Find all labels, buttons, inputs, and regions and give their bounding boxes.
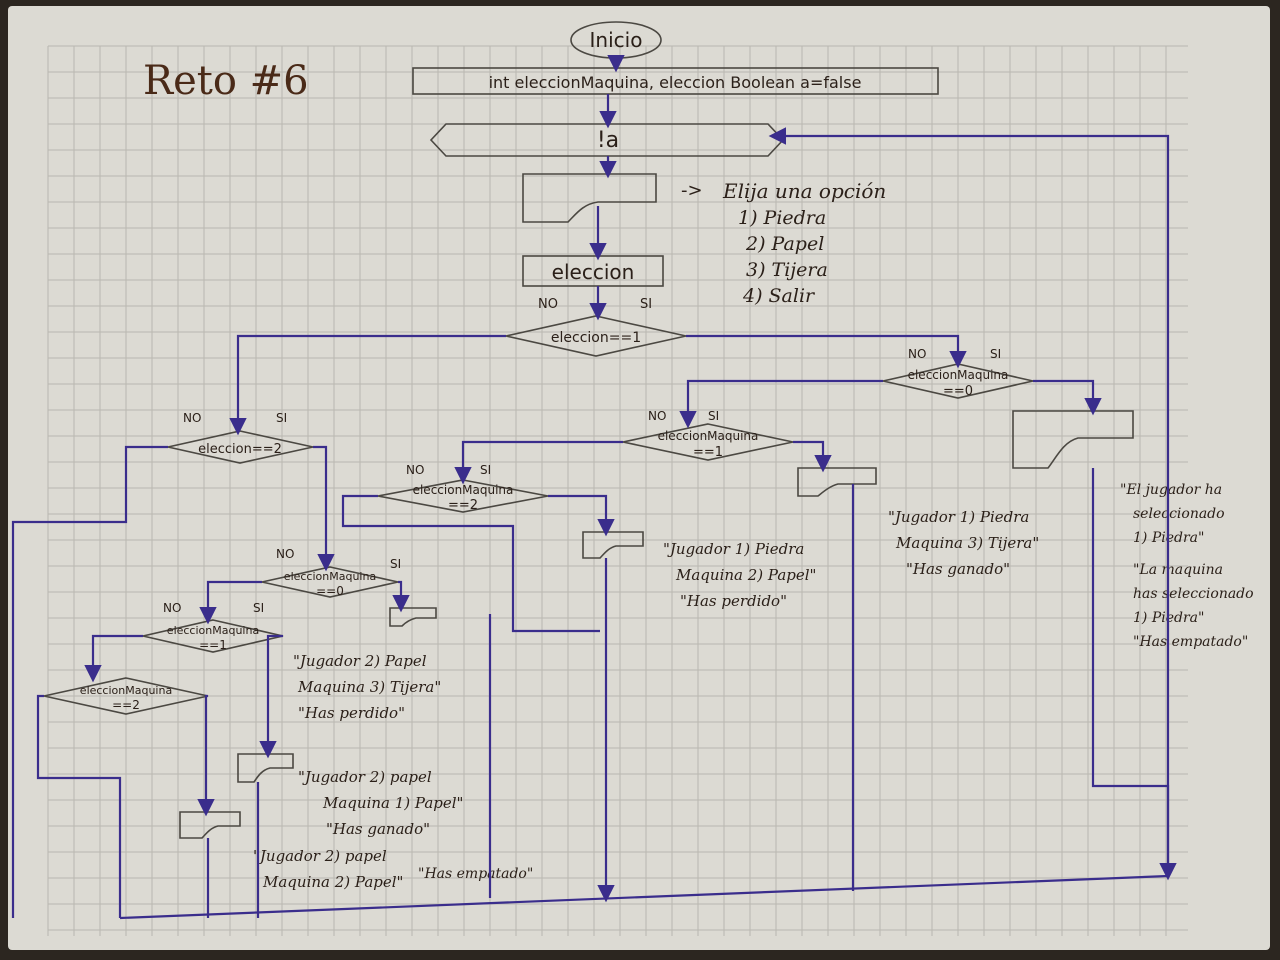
svg-text:==2: ==2 <box>112 698 140 712</box>
svg-text:"Has empatado": "Has empatado" <box>418 866 533 882</box>
svg-text:SI: SI <box>990 347 1001 361</box>
svg-text:==1: ==1 <box>693 445 723 460</box>
output-papel-piedra-box <box>238 754 293 782</box>
output-piedra-piedra-box <box>1013 411 1133 468</box>
svg-text:NO: NO <box>908 347 926 361</box>
menu-heading: Elija una opción <box>722 179 886 203</box>
svg-text:eleccionMaquina: eleccionMaquina <box>658 429 759 443</box>
svg-text:"Has empatado": "Has empatado" <box>1133 634 1248 650</box>
svg-text:Maquina 1) Papel": Maquina 1) Papel" <box>322 794 463 812</box>
svg-text:NO: NO <box>406 463 424 477</box>
svg-text:"Jugador 2) papel: "Jugador 2) papel <box>298 768 432 786</box>
branch-si-label: SI <box>640 297 652 312</box>
output-piedra-piedra-text: "El jugador ha seleccionado 1) Piedra" "… <box>1120 482 1254 650</box>
svg-text:SI: SI <box>480 463 491 477</box>
svg-text:eleccionMaquina: eleccionMaquina <box>284 570 376 583</box>
svg-text:SI: SI <box>253 601 264 615</box>
svg-text:NO: NO <box>276 547 294 561</box>
output-papel-tijera-box <box>390 608 436 626</box>
svg-text:seleccionado: seleccionado <box>1133 506 1225 522</box>
output-papel-papel-box <box>180 812 240 838</box>
svg-text:"Jugador 1) Piedra: "Jugador 1) Piedra <box>888 508 1029 526</box>
svg-text:NO: NO <box>183 411 201 425</box>
svg-text:SI: SI <box>276 411 287 425</box>
svg-text:==1: ==1 <box>199 638 227 652</box>
svg-text:"Has perdido": "Has perdido" <box>680 592 787 610</box>
svg-text:"Has ganado": "Has ganado" <box>906 560 1010 578</box>
menu-option-2: 2) Papel <box>745 233 824 255</box>
loop-condition: !a <box>597 128 619 153</box>
decision-eleccion-1-label: eleccion==1 <box>551 330 641 346</box>
svg-text:eleccionMaquina: eleccionMaquina <box>80 684 172 697</box>
svg-text:Maquina 2) Papel": Maquina 2) Papel" <box>675 566 816 584</box>
output-papel-papel-text: "Jugador 2) papel Maquina 2) Papel" "Has… <box>253 847 533 891</box>
diagram-title: Reto #6 <box>143 58 309 104</box>
menu-option-4: 4) Salir <box>742 285 816 307</box>
output-piedra-papel-box <box>583 532 643 558</box>
svg-text:"Has ganado": "Has ganado" <box>326 820 430 838</box>
grid-paper <box>48 46 1188 936</box>
svg-text:SI: SI <box>708 409 719 423</box>
output-papel-piedra-text: "Jugador 2) papel Maquina 1) Papel" "Has… <box>298 768 463 838</box>
output-piedra-tijera-box <box>798 468 876 496</box>
svg-text:->: -> <box>681 180 703 201</box>
flowchart-canvas: Reto #6 Inicio int eleccionMaquina, elec… <box>8 6 1270 950</box>
svg-text:"Jugador 2) papel: "Jugador 2) papel <box>253 847 387 865</box>
svg-text:Maquina 3) Tijera": Maquina 3) Tijera" <box>297 678 441 696</box>
svg-text:Maquina 2) Papel": Maquina 2) Papel" <box>262 873 403 891</box>
svg-text:==0: ==0 <box>316 584 344 598</box>
svg-text:Maquina 3) Tijera": Maquina 3) Tijera" <box>895 534 1039 552</box>
input-eleccion-label: eleccion <box>552 260 635 284</box>
svg-text:SI: SI <box>390 557 401 571</box>
svg-text:==2: ==2 <box>448 498 478 513</box>
svg-text:"El jugador ha: "El jugador ha <box>1120 482 1222 498</box>
output-piedra-papel-text: "Jugador 1) Piedra Maquina 2) Papel" "Ha… <box>663 540 816 610</box>
svg-text:eleccionMaquina: eleccionMaquina <box>413 483 514 497</box>
svg-text:==0: ==0 <box>943 384 973 399</box>
svg-text:NO: NO <box>163 601 181 615</box>
svg-text:"Has perdido": "Has perdido" <box>298 704 405 722</box>
svg-text:eleccionMaquina: eleccionMaquina <box>908 368 1009 382</box>
branch-no-label: NO <box>538 297 558 312</box>
svg-text:eleccion==2: eleccion==2 <box>198 442 282 457</box>
start-label: Inicio <box>590 28 643 52</box>
menu-option-3: 3) Tijera <box>746 259 828 281</box>
output-piedra-tijera-text: "Jugador 1) Piedra Maquina 3) Tijera" "H… <box>888 508 1039 578</box>
svg-text:has seleccionado: has seleccionado <box>1133 586 1254 602</box>
svg-text:eleccionMaquina: eleccionMaquina <box>167 624 259 637</box>
menu-display-box <box>523 174 656 222</box>
svg-text:NO: NO <box>648 409 666 423</box>
svg-text:"Jugador 1) Piedra: "Jugador 1) Piedra <box>663 540 804 558</box>
output-papel-tijera-text: "Jugador 2) Papel Maquina 3) Tijera" "Ha… <box>293 652 441 722</box>
notebook-page: Reto #6 Inicio int eleccionMaquina, elec… <box>8 6 1270 950</box>
declaration-text: int eleccionMaquina, eleccion Boolean a=… <box>489 73 862 92</box>
svg-text:"La maquina: "La maquina <box>1133 562 1223 578</box>
svg-text:"Jugador 2) Papel: "Jugador 2) Papel <box>293 652 427 670</box>
menu-option-1: 1) Piedra <box>738 207 826 229</box>
